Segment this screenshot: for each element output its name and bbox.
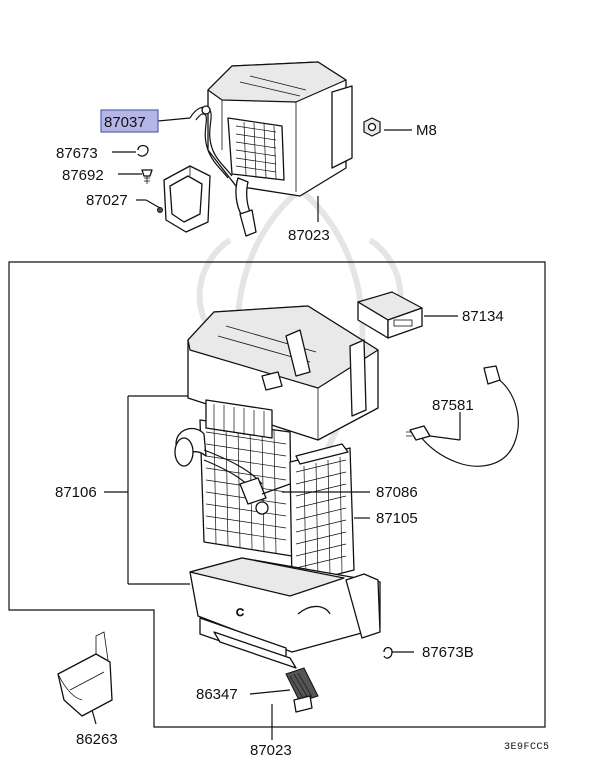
part-label-m8[interactable]: M8 (416, 122, 437, 139)
lower-case: C (189, 557, 381, 669)
resistor-86347 (285, 667, 319, 713)
assembly-frame (8, 261, 546, 728)
refrigerant-pipes (174, 427, 291, 515)
part-label-87037[interactable]: 87037 (104, 114, 146, 131)
diagram-code: 3E9FCC5 (504, 742, 550, 753)
part-label-87023-top[interactable]: 87023 (288, 227, 330, 244)
part-label-86263[interactable]: 86263 (76, 731, 118, 748)
part-label-87134[interactable]: 87134 (462, 308, 504, 325)
clip-87673 (137, 144, 149, 157)
part-label-87692[interactable]: 87692 (62, 167, 104, 184)
m8-nut (363, 117, 381, 137)
clip-87673b (383, 646, 393, 659)
part-label-87023-bottom[interactable]: 87023 (250, 742, 292, 759)
heater-core (289, 443, 355, 587)
harness-87581 (406, 365, 519, 467)
svg-text:C: C (236, 607, 244, 619)
screw-87692 (141, 169, 153, 184)
part-label-87581[interactable]: 87581 (432, 397, 474, 414)
part-label-87086[interactable]: 87086 (376, 484, 418, 501)
labels: 87037 87673 87692 87027 87023 M8 87134 8… (55, 109, 550, 759)
leader-lines (91, 117, 461, 740)
highlighted-part-box (100, 109, 159, 133)
part-label-87106[interactable]: 87106 (55, 484, 97, 501)
duct-87027 (157, 165, 211, 233)
part-label-87673b[interactable]: 87673B (422, 644, 474, 661)
top-heater-unit-assembly (189, 61, 353, 237)
bracket-86263 (57, 631, 113, 717)
module-87134 (357, 291, 423, 339)
part-label-86347[interactable]: 86347 (196, 686, 238, 703)
part-label-87105[interactable]: 87105 (376, 510, 418, 527)
part-label-87673[interactable]: 87673 (56, 145, 98, 162)
part-label-87027[interactable]: 87027 (86, 192, 128, 209)
